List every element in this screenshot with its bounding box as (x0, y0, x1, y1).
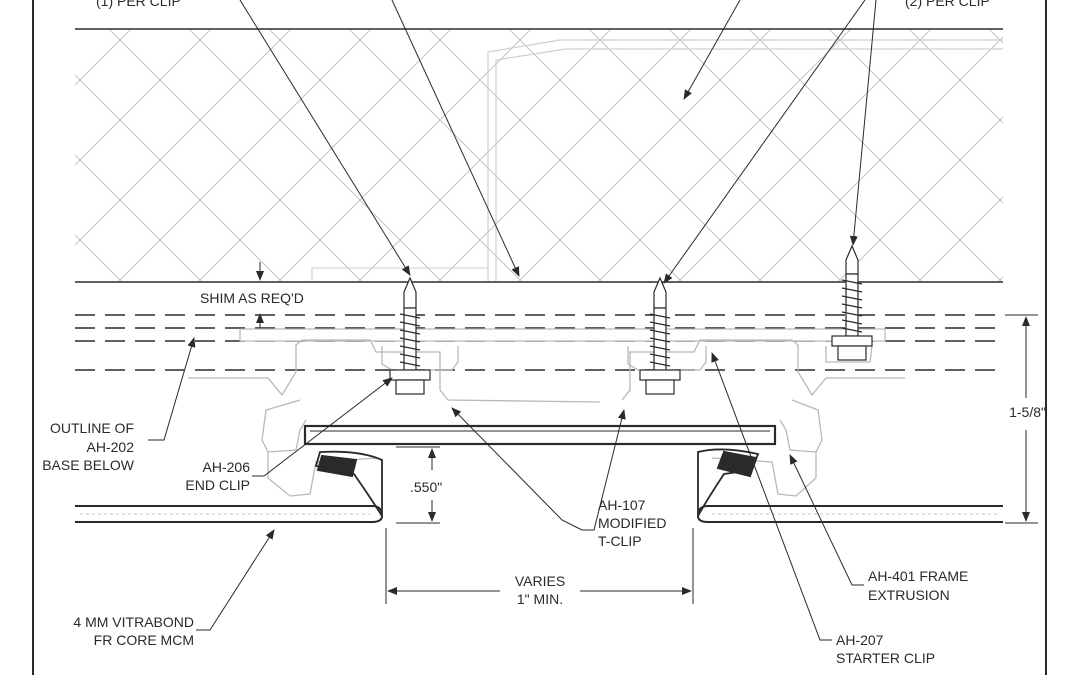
insulation-layer (75, 29, 1003, 281)
panel-label-line2: FR CORE MCM (93, 632, 194, 648)
varies-label-line1: VARIES (514, 573, 566, 589)
panel-label-line1: 4 MM VITRABOND (73, 614, 194, 630)
outline-label-line3: BASE BELOW (42, 457, 134, 473)
shim-plate (239, 328, 886, 342)
leader-panel (196, 529, 275, 631)
screw-left (389, 276, 431, 395)
shim-label: SHIM AS REQ'D (200, 290, 304, 306)
leader-screw-mid (663, 0, 866, 284)
leader-end-clip (252, 377, 393, 477)
top-right-note: (2) PER CLIP (905, 0, 990, 9)
starter-label-line1: AH-207 (836, 632, 884, 648)
clip-right-body (825, 345, 873, 363)
tclip-label-line2: MODIFIED (598, 515, 667, 531)
leader-starter (711, 352, 832, 641)
z-girt-web (311, 267, 488, 281)
leader-outline (148, 337, 196, 441)
gap-dimension-label: .550" (410, 479, 443, 495)
tclip-label-line1: AH-107 (598, 497, 646, 513)
frame-label-line1: AH-401 FRAME (868, 568, 969, 584)
t-clip-bar (303, 424, 777, 446)
frame-label-line2: EXTRUSION (868, 587, 950, 603)
leader-insulation (683, 0, 741, 100)
leader-substrate (391, 0, 520, 277)
leader-screw-left (239, 0, 411, 276)
leader-frame (789, 454, 864, 586)
end-clip-label-line1: AH-206 (202, 459, 250, 475)
z-girt-outline (487, 39, 1003, 281)
leader-tclip-right (582, 409, 626, 531)
outline-label-line2: AH-202 (86, 439, 134, 455)
height-dimension-label: 1-5/8" (1009, 404, 1046, 420)
tclip-label-line3: T-CLIP (598, 533, 642, 549)
outline-label-line1: OUTLINE OF (49, 420, 134, 436)
leader-tclip-left (451, 407, 583, 531)
varies-label-line2: 1" MIN. (516, 591, 564, 607)
end-clip-label-line2: END CLIP (185, 477, 250, 493)
starter-label-line2: STARTER CLIP (836, 650, 936, 666)
mcm-panel-right (696, 448, 1003, 523)
top-left-note: (1) PER CLIP (96, 0, 181, 9)
screw-mid (639, 276, 681, 395)
mcm-panel-left (75, 450, 384, 523)
leader-screw-right (849, 0, 877, 246)
screw-right (831, 244, 873, 361)
